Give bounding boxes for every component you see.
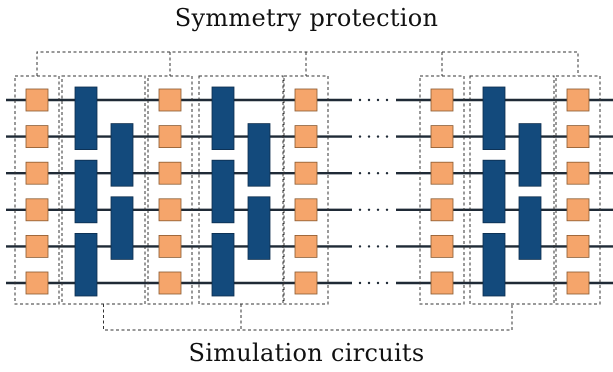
simulation-box xyxy=(469,75,555,305)
single-qubit-gate xyxy=(158,125,182,148)
single-qubit-gate xyxy=(430,125,454,148)
ellipsis-dot xyxy=(376,172,380,175)
ellipsis-dot xyxy=(385,172,389,175)
single-qubit-gate xyxy=(25,88,49,112)
ellipsis-dot xyxy=(376,245,380,248)
single-qubit-gate xyxy=(430,234,454,258)
single-qubit-gate xyxy=(158,198,182,222)
single-qubit-gate xyxy=(158,88,182,112)
two-qubit-gate xyxy=(211,232,235,297)
ellipsis-dot xyxy=(358,135,362,138)
two-qubit-gate xyxy=(518,123,542,187)
bottom-bracket xyxy=(103,304,513,331)
single-qubit-gate xyxy=(25,161,49,185)
single-qubit-gate xyxy=(25,198,49,222)
ellipsis-dot xyxy=(358,281,362,285)
top-bracket xyxy=(36,51,579,76)
two-qubit-gate xyxy=(74,232,98,297)
two-qubit-gate xyxy=(211,86,235,150)
simulation-circuits-label: Simulation circuits xyxy=(188,339,425,367)
symmetry-protection-label: Symmetry protection xyxy=(174,4,439,32)
ellipsis-dot xyxy=(367,281,371,285)
two-qubit-gate xyxy=(74,86,98,150)
ellipsis-dot xyxy=(367,208,371,211)
ellipsis-dot xyxy=(358,98,362,102)
single-qubit-gate xyxy=(566,271,590,295)
single-qubit-gate xyxy=(294,198,318,222)
single-qubit-gate xyxy=(294,234,318,258)
two-qubit-gate xyxy=(518,196,542,260)
single-qubit-gate xyxy=(294,125,318,148)
single-qubit-gate xyxy=(430,198,454,222)
two-qubit-gate xyxy=(211,159,235,224)
ellipsis-dot xyxy=(385,135,389,138)
single-qubit-gate xyxy=(430,161,454,185)
ellipsis-dot xyxy=(376,98,380,102)
ellipsis-dot xyxy=(385,208,389,211)
single-qubit-gate xyxy=(158,161,182,185)
two-qubit-gate xyxy=(482,232,506,297)
single-qubit-gate xyxy=(430,271,454,295)
two-qubit-gate xyxy=(247,123,271,187)
single-qubit-gate xyxy=(294,271,318,295)
ellipsis-dot xyxy=(358,172,362,175)
single-qubit-gate xyxy=(25,271,49,295)
single-qubit-gate xyxy=(566,88,590,112)
single-qubit-gate xyxy=(430,88,454,112)
ellipsis-dot xyxy=(367,98,371,102)
ellipsis-dot xyxy=(376,208,380,211)
single-qubit-gate xyxy=(25,125,49,148)
two-qubit-gate xyxy=(482,159,506,224)
two-qubit-gate xyxy=(110,123,134,187)
two-qubit-gate xyxy=(110,196,134,260)
ellipsis-dot xyxy=(358,245,362,248)
two-qubit-gate xyxy=(482,86,506,150)
single-qubit-gate xyxy=(294,88,318,112)
single-qubit-gate xyxy=(566,198,590,222)
ellipsis-dot xyxy=(367,135,371,138)
ellipsis-dot xyxy=(376,135,380,138)
single-qubit-gate xyxy=(566,234,590,258)
ellipsis-dot xyxy=(385,98,389,102)
brackets xyxy=(36,51,579,331)
single-qubit-gate xyxy=(25,234,49,258)
single-qubit-gate xyxy=(566,125,590,148)
single-qubit-gate xyxy=(158,271,182,295)
single-qubit-gate xyxy=(294,161,318,185)
single-qubit-gate xyxy=(566,161,590,185)
ellipsis-dot xyxy=(367,245,371,248)
ellipsis-dot xyxy=(367,172,371,175)
two-qubit-gate xyxy=(247,196,271,260)
two-qubit-gate xyxy=(74,159,98,224)
ellipsis-dot xyxy=(376,281,380,285)
ellipsis-dot xyxy=(385,281,389,285)
gates xyxy=(25,86,590,297)
ellipsis-dot xyxy=(358,208,362,211)
single-qubit-gate xyxy=(158,234,182,258)
ellipsis-dot xyxy=(385,245,389,248)
ellipsis-group xyxy=(358,98,389,285)
simulation-box xyxy=(61,75,146,305)
